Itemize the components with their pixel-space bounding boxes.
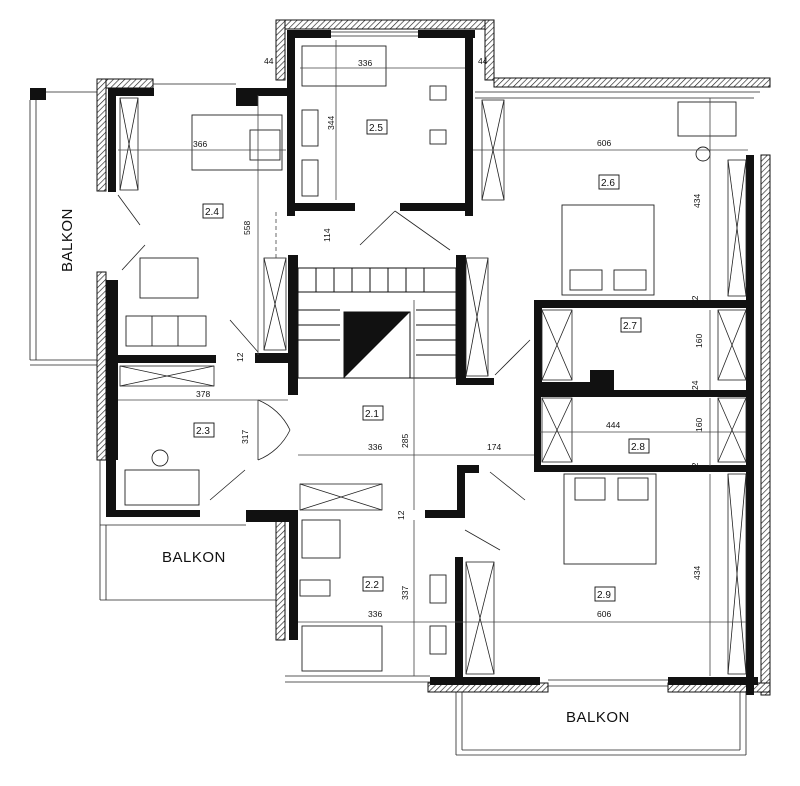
svg-text:2.6: 2.6	[601, 178, 615, 189]
svg-text:2.2: 2.2	[365, 580, 379, 591]
dim-160-a: 160	[694, 334, 704, 348]
window-lines	[29, 31, 760, 756]
room-2-7-label: 2.7	[620, 317, 642, 333]
room-labels: 2.5 2.4 2.6 2.7 2.1 2.3 2.8 2.2	[193, 119, 650, 602]
dim-12-a: 12	[235, 352, 245, 362]
dimension-lines	[118, 40, 748, 676]
svg-text:2.3: 2.3	[196, 426, 210, 437]
svg-text:2.5: 2.5	[369, 123, 383, 134]
room-2-1-label: 2.1	[362, 405, 384, 421]
dim-434-bottom: 434	[692, 566, 702, 580]
dim-337: 337	[400, 586, 410, 600]
dim-558: 558	[242, 221, 252, 235]
room-2-6-label: 2.6	[598, 174, 620, 190]
furniture	[119, 45, 747, 675]
dim-344: 344	[326, 116, 336, 130]
staircase	[297, 267, 457, 379]
dim-336-top: 336	[358, 58, 372, 68]
structural-walls	[30, 30, 758, 695]
room-2-4-label: 2.4	[202, 203, 224, 219]
dim-44-left: 44	[264, 56, 274, 66]
dim-444: 444	[606, 420, 620, 430]
room-2-8-label: 2.8	[628, 438, 650, 454]
dim-12-c: 12	[690, 462, 700, 472]
dim-378: 378	[196, 389, 210, 399]
svg-text:2.1: 2.1	[365, 409, 379, 420]
balkon-bottom-left-label: BALKON	[162, 549, 226, 566]
room-2-3-label: 2.3	[193, 422, 215, 438]
dim-24-b: 24	[455, 602, 465, 612]
dim-24-a: 24	[690, 380, 700, 390]
door-swings	[117, 194, 531, 551]
room-2-9-label: 2.9	[594, 586, 616, 602]
svg-text:2.8: 2.8	[631, 442, 645, 453]
dim-434-top: 434	[692, 194, 702, 208]
svg-text:2.4: 2.4	[205, 207, 219, 218]
dim-366: 366	[193, 139, 207, 149]
balkon-bottom-right-label: BALKON	[566, 709, 630, 726]
dim-606-bottom: 606	[597, 609, 611, 619]
room-2-2-label: 2.2	[362, 576, 384, 592]
dim-336-bottom: 336	[368, 609, 382, 619]
dim-285: 285	[400, 434, 410, 448]
room-2-5-label: 2.5	[366, 119, 388, 135]
dim-44-right: 44	[478, 56, 488, 66]
dim-336-mid: 336	[368, 442, 382, 452]
dim-12-b: 12	[690, 295, 700, 305]
dim-160-b: 160	[694, 418, 704, 432]
dimension-labels: 44 44 336 344 366 606 434 558 114 12 12 …	[193, 56, 704, 619]
dim-606-top: 606	[597, 138, 611, 148]
dim-174: 174	[487, 442, 501, 452]
svg-text:2.7: 2.7	[623, 321, 637, 332]
dim-317: 317	[240, 430, 250, 444]
balkon-left-label: BALKON	[59, 208, 76, 272]
svg-text:2.9: 2.9	[597, 590, 611, 601]
dim-114: 114	[322, 228, 332, 242]
dim-12-d: 12	[396, 510, 406, 520]
